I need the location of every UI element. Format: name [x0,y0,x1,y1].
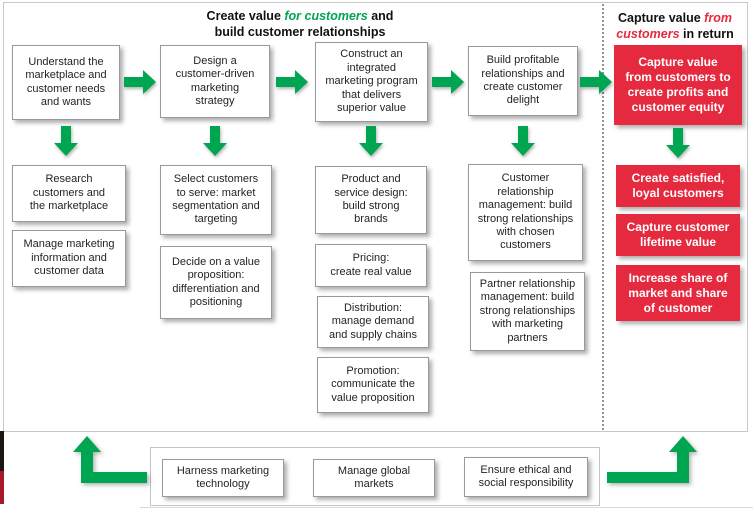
detail-label: Promotion: communicate the value proposi… [331,364,415,404]
arrow-right-2 [276,70,308,94]
detail-box-promotion: Promotion: communicate the value proposi… [317,357,429,413]
arrow-bar-horizontal [81,472,147,483]
arrow-bar-horizontal [607,472,689,483]
step-box-understand-marketplace: Understand the marketplace and customer … [12,45,120,120]
capture-box-share-of-market: Increase share of market and share of cu… [616,265,740,321]
capture-label: Increase share of market and share of cu… [628,270,728,315]
arrow-head [511,143,535,156]
arrow-bar-vertical [81,450,93,483]
arrow-head-up [73,436,101,452]
step-box-capture-value: Capture value from customers to create p… [614,45,742,125]
arrow-head-up [669,436,697,452]
header-left-line2: build customer relationships [214,25,386,40]
detail-box-select-customers: Select customers to serve: market segmen… [160,165,272,235]
page-edge-strip-red [0,471,4,504]
detail-label: Manage marketing information and custome… [23,238,115,278]
arrow-bar [518,126,528,143]
foundation-box-ethics: Ensure ethical and social responsibility [464,457,588,497]
header-left-line1-em: for customers [284,9,368,23]
detail-label: Research customers and the marketplace [29,173,109,213]
capture-label: Capture customer lifetime value [626,220,730,249]
arrow-bar [673,128,683,145]
detail-box-distribution: Distribution: manage demand and supply c… [317,296,429,348]
arrow-down-3 [359,126,383,156]
header-create-value: Create value for customers and build cus… [140,8,460,41]
step-label-5: Capture value from customers to create p… [625,55,731,114]
arrow-head [599,70,612,94]
detail-box-pricing: Pricing: create real value [315,244,427,287]
step-box-construct-program: Construct an integrated marketing progra… [315,42,428,122]
detail-label: Pricing: create real value [330,252,412,278]
arrow-bar-vertical [677,450,689,483]
foundation-label: Manage global markets [337,464,411,490]
arrow-bar [366,126,376,143]
page-edge-strip-dark [0,431,4,471]
foundation-label: Ensure ethical and social responsibility [478,463,574,489]
arrow-down-2 [203,126,227,156]
header-right-line1-em: from [704,11,732,25]
capture-box-satisfied-customers: Create satisfied, loyal customers [616,165,740,207]
step-box-design-strategy: Design a customer-driven marketing strat… [160,45,270,118]
detail-box-partner-relationship: Partner relationship management: build s… [470,272,585,351]
step-label-2: Design a customer-driven marketing strat… [175,54,255,107]
arrow-right-3 [432,70,464,94]
arrow-right-1 [124,70,156,94]
detail-box-research: Research customers and the marketplace [12,165,126,222]
arrow-head [359,143,383,156]
header-left-line1-pre: Create value [206,9,285,23]
step-label-1: Understand the marketplace and customer … [25,55,107,108]
bottom-hairline [140,507,753,508]
arrow-bar [124,77,143,87]
foundation-box-technology: Harness marketing technology [162,459,284,497]
header-right-line2-post: in return [679,27,734,42]
header-left-line1-post: and [367,9,394,23]
detail-label: Decide on a value proposition: different… [171,255,261,308]
foundation-box-global-markets: Manage global markets [313,459,435,497]
arrow-bar [580,77,599,87]
capture-label: Create satisfied, loyal customers [631,171,725,200]
arrow-bar [276,77,295,87]
step-label-3: Construct an integrated marketing progra… [325,48,418,115]
detail-box-value-proposition: Decide on a value proposition: different… [160,246,272,319]
detail-label: Select customers to serve: market segmen… [172,173,260,226]
arrow-bar [61,126,71,143]
header-capture-value: Capture value from customers in return [604,10,746,43]
header-right-line2-em: customers [616,27,680,42]
step-label-4: Build profitable relationships and creat… [481,54,565,107]
arrow-bar [210,126,220,143]
detail-label: Product and service design: build strong… [334,173,408,226]
arrow-head [666,145,690,158]
foundation-label: Harness marketing technology [176,464,270,490]
capture-box-lifetime-value: Capture customer lifetime value [616,214,740,256]
arrow-down-1 [54,126,78,156]
header-right-line1-pre: Capture value [618,11,705,25]
step-box-build-relationships: Build profitable relationships and creat… [468,46,578,116]
arrow-head [54,143,78,156]
arrow-down-5 [666,128,690,158]
arrow-head [295,70,308,94]
detail-box-manage-information: Manage marketing information and custome… [12,230,126,287]
detail-box-customer-relationship: Customer relationship management: build … [468,164,583,261]
detail-label: Customer relationship management: build … [477,172,574,252]
detail-label: Partner relationship management: build s… [479,277,576,344]
arrow-right-4 [580,70,612,94]
detail-box-product-design: Product and service design: build strong… [315,166,427,234]
arrow-head [451,70,464,94]
arrow-head [143,70,156,94]
arrow-head [203,143,227,156]
divider-dotted-line [602,4,604,430]
arrow-bar [432,77,451,87]
arrow-down-4 [511,126,535,156]
detail-label: Distribution: manage demand and supply c… [328,301,418,341]
